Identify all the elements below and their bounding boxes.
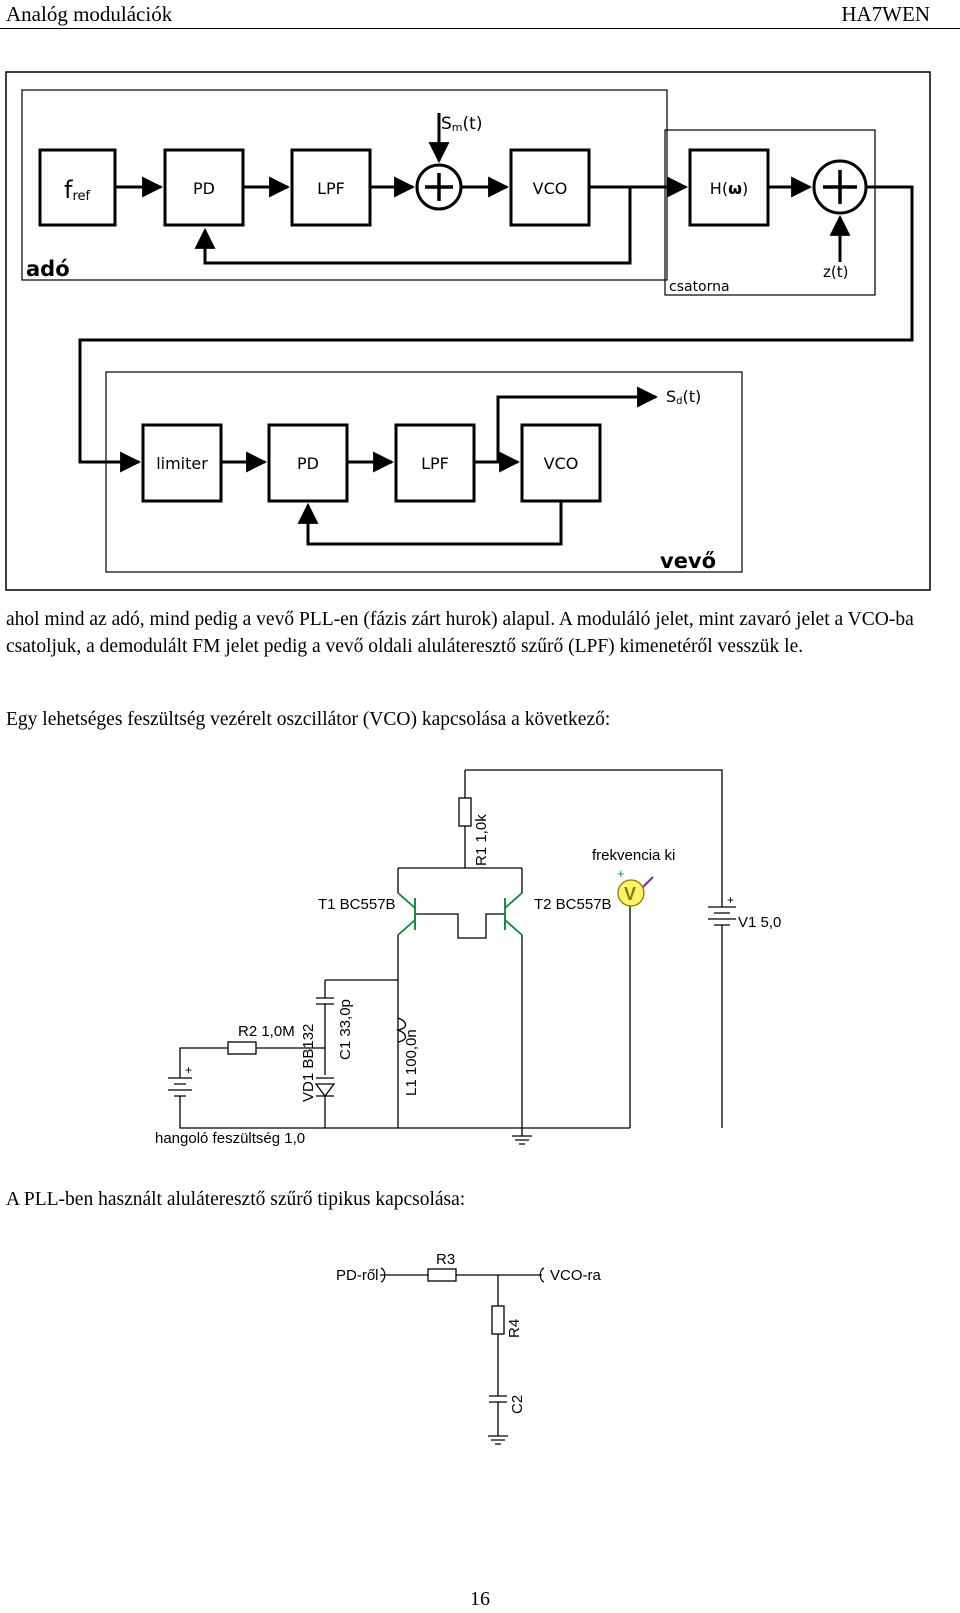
r3-label: R3 bbox=[436, 1251, 455, 1268]
rx-pd-label: PD bbox=[297, 454, 319, 473]
lpf-output-label: VCO-ra bbox=[550, 1267, 601, 1284]
freq-out-label: frekvencia ki bbox=[592, 847, 675, 864]
r4-resistor bbox=[491, 1305, 505, 1335]
noise-label: z(t) bbox=[823, 263, 848, 281]
svg-text:Sd(t): Sd(t) bbox=[666, 387, 701, 407]
r3-resistor bbox=[427, 1268, 457, 1282]
page-header: Analóg modulációk HA7WEN bbox=[0, 0, 960, 29]
voltmeter-icon bbox=[617, 879, 645, 907]
paragraph-2: Egy lehetséges feszültség vezérelt oszci… bbox=[6, 709, 611, 730]
svg-text:H(ω): H(ω) bbox=[710, 179, 748, 198]
pll-block-diagram: fref PD LPF VCO adó Sm(t) H(ω) csatorna … bbox=[5, 71, 931, 591]
header-title: Analóg modulációk bbox=[6, 2, 173, 26]
channel-frame bbox=[664, 129, 876, 296]
transmitter-label: adó bbox=[26, 257, 70, 281]
paragraph-1: ahol mind az adó, mind pedig a vevő PLL-… bbox=[6, 609, 914, 657]
r4-label: R4 bbox=[506, 1319, 523, 1338]
tx-pd-label: PD bbox=[193, 179, 215, 198]
header-author: HA7WEN bbox=[841, 2, 930, 26]
v1-label: V1 5,0 bbox=[738, 914, 781, 931]
paragraph-3: A PLL-ben használt aluláteresztő szűrő t… bbox=[6, 1189, 466, 1210]
vco-schematic: R1 1,0k frekvencia ki T1 BC557B T2 BC557… bbox=[155, 769, 781, 1147]
page-number: 16 bbox=[470, 1588, 490, 1610]
channel-label: csatorna bbox=[669, 279, 730, 295]
rx-vco-label: VCO bbox=[544, 454, 579, 473]
t1-label: T1 BC557B bbox=[318, 896, 396, 913]
svg-text:+: + bbox=[185, 1063, 192, 1077]
tx-lpf-label: LPF bbox=[317, 179, 345, 198]
lpf-schematic: PD-ről VCO-ra R3 R4 C2 bbox=[336, 1251, 601, 1445]
fref-block bbox=[38, 148, 117, 227]
receiver-frame bbox=[105, 371, 743, 573]
limiter-label: limiter bbox=[156, 454, 208, 473]
lpf-input-label: PD-ről bbox=[336, 1267, 379, 1284]
r2-label: R2 1,0M bbox=[238, 1023, 295, 1040]
svg-text:V: V bbox=[624, 884, 636, 904]
tune-label: hangoló feszültség 1,0 bbox=[155, 1130, 305, 1147]
receiver-label: vevő bbox=[660, 549, 716, 573]
svg-text:Sm(t): Sm(t) bbox=[441, 114, 482, 134]
t2-label: T2 BC557B bbox=[534, 896, 612, 913]
transmitter-frame bbox=[21, 89, 668, 281]
r1-label: R1 1,0k bbox=[473, 814, 490, 866]
vd1-label: VD1 BB132 bbox=[300, 1024, 317, 1102]
l1-label: L1 100,0n bbox=[403, 1029, 420, 1096]
svg-text:fref: fref bbox=[64, 176, 91, 204]
r1-resistor bbox=[458, 797, 472, 827]
svg-text:+: + bbox=[617, 866, 625, 881]
r2-resistor bbox=[227, 1041, 257, 1055]
c2-label: C2 bbox=[509, 1395, 526, 1414]
rx-lpf-label: LPF bbox=[421, 454, 449, 473]
tx-vco-label: VCO bbox=[533, 179, 568, 198]
c1-label: C1 33,0p bbox=[337, 999, 354, 1060]
svg-text:+: + bbox=[727, 893, 734, 907]
